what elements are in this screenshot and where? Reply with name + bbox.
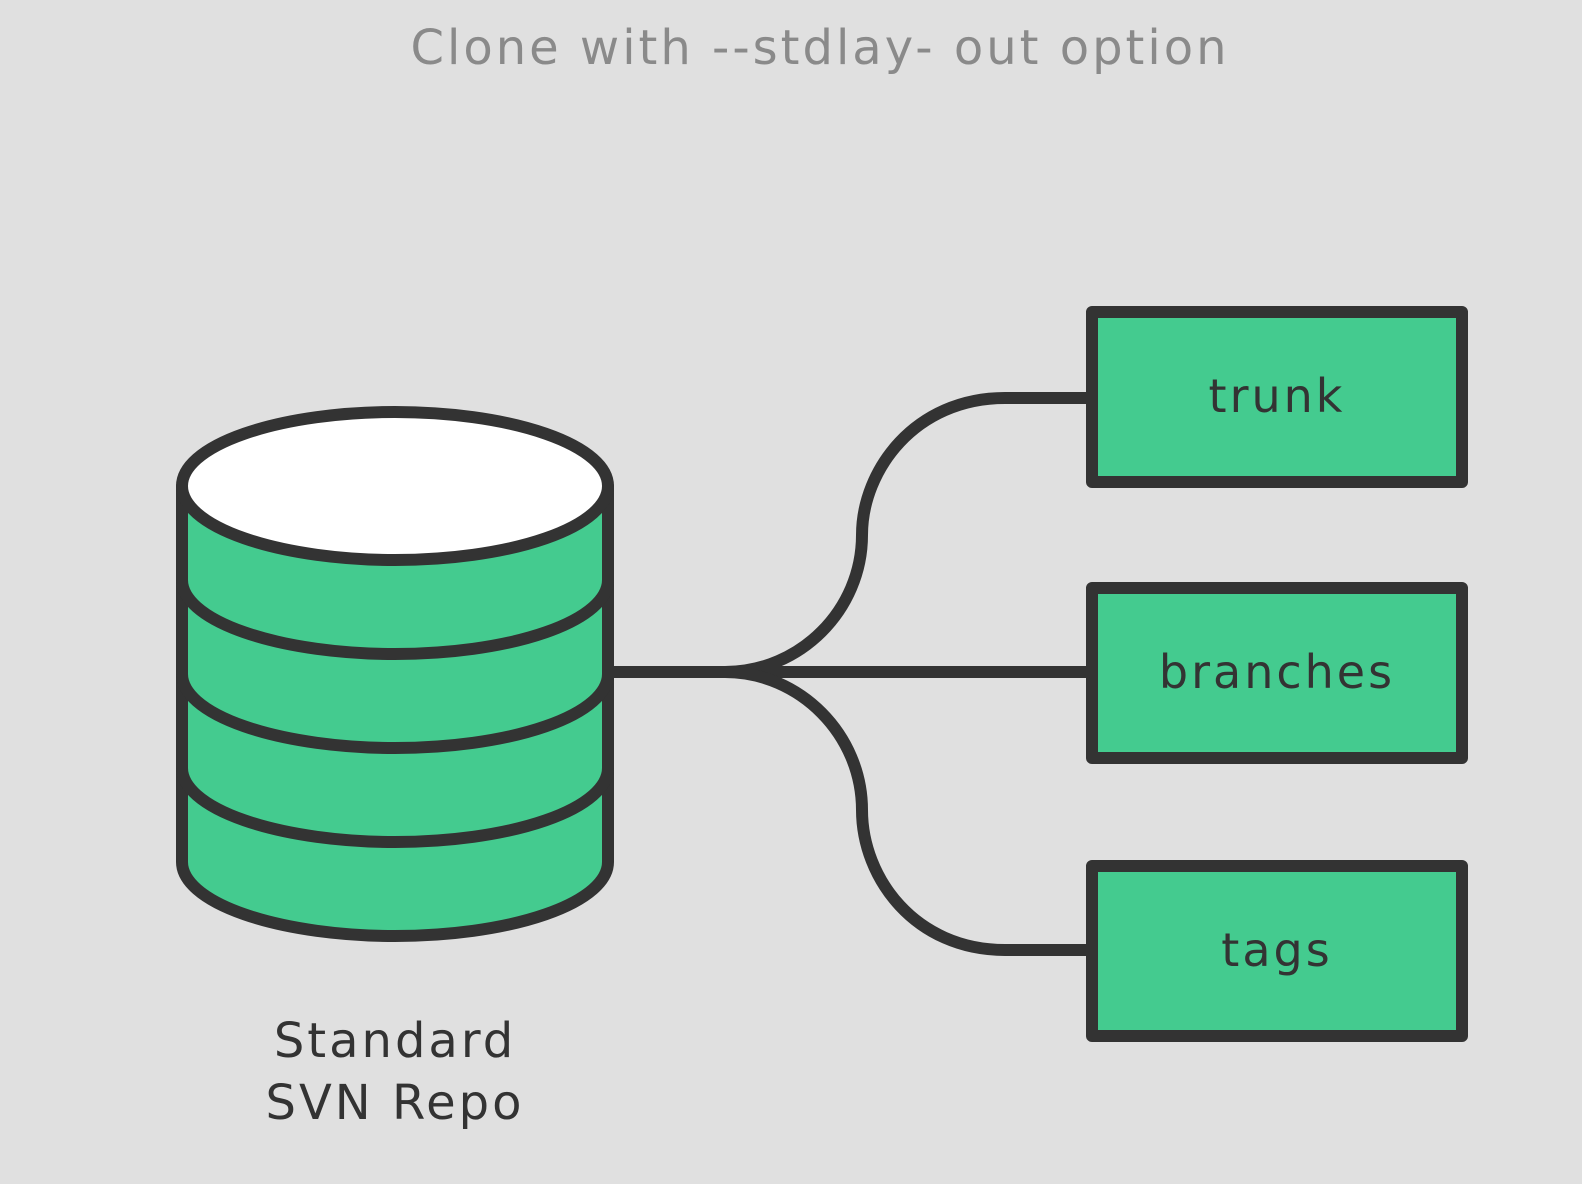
repo-label-line1: Standard xyxy=(273,1013,517,1069)
cylinder-body xyxy=(176,480,614,942)
connector-tags xyxy=(724,666,1092,956)
branches-label: branches xyxy=(1158,645,1396,699)
repo-label-line2: SVN Repo xyxy=(265,1075,525,1131)
tags-label: tags xyxy=(1221,923,1333,977)
connectors xyxy=(608,392,1092,956)
cylinder-ring-2 xyxy=(176,673,614,754)
diagram-title: Clone with --stdlay- out option xyxy=(410,20,1230,76)
cylinder-ring-3 xyxy=(176,767,614,848)
svn-repo-cylinder xyxy=(176,406,614,942)
tags-box xyxy=(1086,860,1468,1042)
repo-label: Standard SVN Repo xyxy=(195,1010,595,1134)
cylinder-top xyxy=(176,406,614,566)
cylinder-ring-1 xyxy=(176,579,614,660)
connector-trunk xyxy=(608,392,1092,678)
trunk-box xyxy=(1086,306,1468,488)
trunk-label: trunk xyxy=(1208,369,1346,423)
branches-box xyxy=(1086,582,1468,764)
